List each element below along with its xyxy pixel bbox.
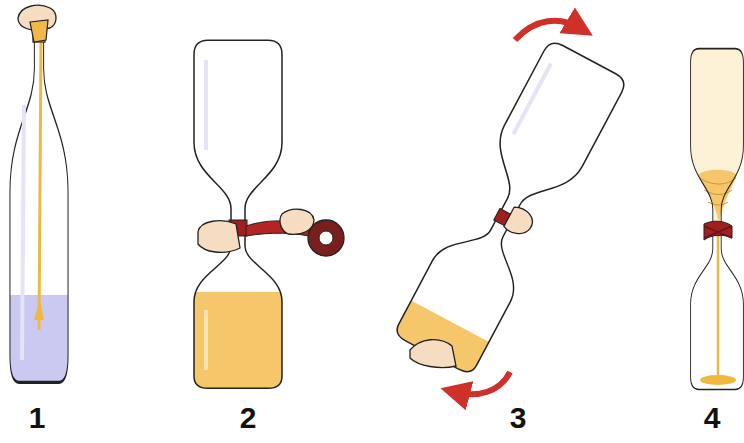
tape-band xyxy=(704,221,732,240)
step-number: 1 xyxy=(29,403,46,433)
tape-knot xyxy=(704,226,732,238)
hand xyxy=(198,221,240,253)
bottle xyxy=(691,235,744,390)
vortex-swirl xyxy=(700,178,736,205)
step-number: 2 xyxy=(240,403,257,433)
bottle-shine xyxy=(204,310,208,370)
rotation-arrow xyxy=(455,372,510,394)
falling-stream xyxy=(717,228,720,378)
stream-splash xyxy=(34,300,44,320)
bottle xyxy=(194,40,282,225)
bottle xyxy=(393,201,542,376)
tape-roll-core xyxy=(319,231,333,245)
vortex xyxy=(698,170,737,222)
liquid xyxy=(190,292,290,402)
rotation-arrow xyxy=(515,21,580,40)
bottle xyxy=(691,49,744,225)
hand xyxy=(503,205,537,239)
pouring-step xyxy=(0,5,80,395)
bottle-shine xyxy=(513,63,551,134)
hand xyxy=(280,209,314,234)
puddle xyxy=(700,375,736,385)
bottle xyxy=(10,38,68,382)
step-number: 3 xyxy=(510,403,527,433)
bottle xyxy=(194,232,282,388)
bottle-shine xyxy=(204,60,208,150)
taping-step xyxy=(190,40,344,402)
hand xyxy=(410,340,456,368)
vortex-step xyxy=(690,40,744,390)
flipping-step xyxy=(373,21,633,407)
step-number: 4 xyxy=(704,403,721,433)
bottle-shine xyxy=(22,105,24,360)
poured-stream xyxy=(39,40,41,330)
liquid xyxy=(373,298,494,407)
cup xyxy=(30,20,48,42)
liquid xyxy=(690,40,744,230)
bottle xyxy=(468,39,629,236)
